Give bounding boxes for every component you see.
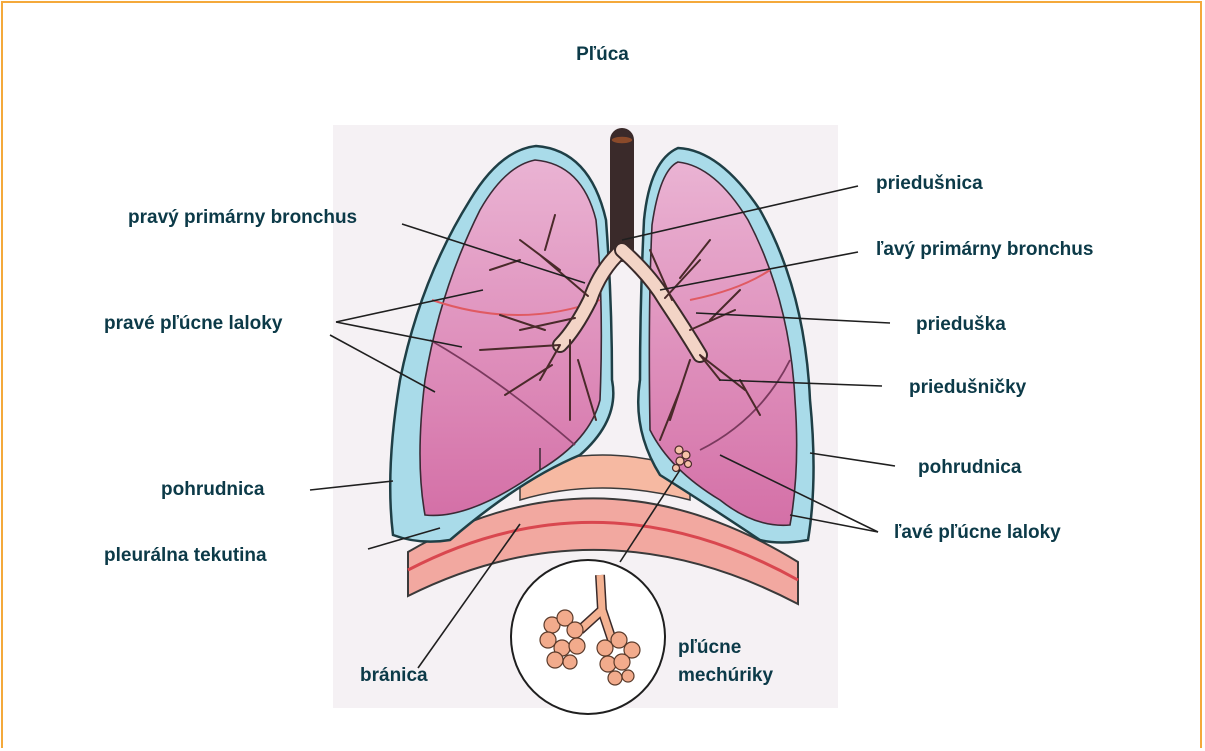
label-right-lung-lobes: pravé pľúcne laloky (104, 312, 282, 336)
label-left-primary-bronchus: ľavý primárny bronchus (876, 238, 1093, 262)
alveoli-inset (511, 560, 665, 714)
label-right-primary-bronchus: pravý primárny bronchus (128, 206, 357, 230)
label-diaphragm: bránica (360, 664, 428, 688)
label-bronchus: prieduška (916, 313, 1006, 337)
label-alveoli-line2: mechúriky (678, 664, 773, 688)
label-pleura-right: pohrudnica (161, 478, 264, 502)
label-bronchioles: priedušničky (909, 376, 1026, 400)
label-alveoli-line1: pľúcne (678, 636, 741, 660)
label-pleura-left: pohrudnica (918, 456, 1021, 480)
label-left-lung-lobes: ľavé pľúcne laloky (894, 521, 1061, 545)
label-pleural-fluid: pleurálna tekutina (104, 544, 267, 568)
label-trachea: priedušnica (876, 172, 983, 196)
